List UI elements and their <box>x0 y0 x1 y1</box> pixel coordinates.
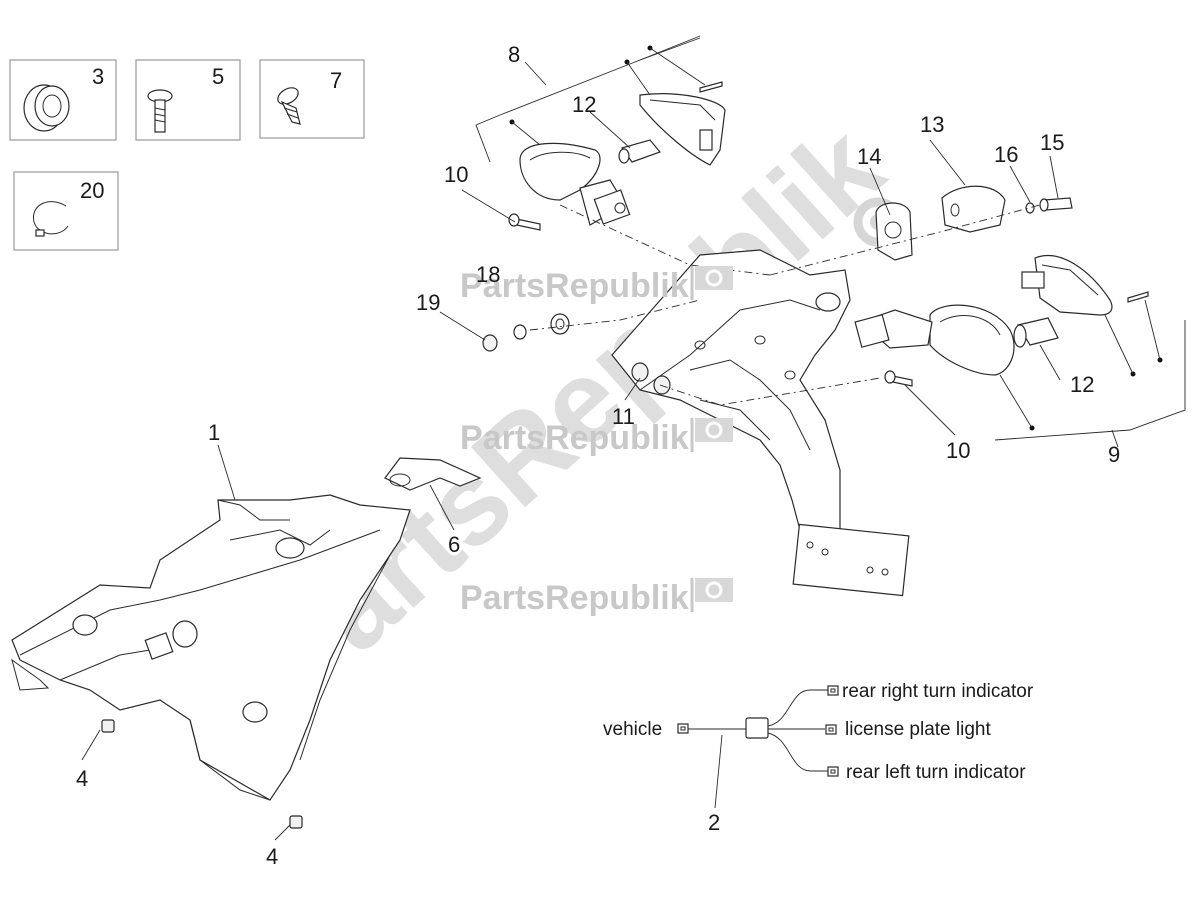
box-part-5 <box>135 59 241 141</box>
nut-part-4-right <box>289 815 303 829</box>
part-number-13: 13 <box>920 112 944 137</box>
bracket-part-6 <box>384 457 482 491</box>
wiring-harness-diagram <box>677 685 839 777</box>
nuts-part-11 <box>631 362 671 395</box>
part-number-20: 20 <box>80 178 104 203</box>
label-license-plate-light: license plate light <box>845 719 991 740</box>
alignment-line-2 <box>769 204 1041 276</box>
license-light-assembly <box>875 185 1073 261</box>
watermark-flag-icon-2 <box>690 418 733 452</box>
indicator-left-assembly <box>508 81 726 231</box>
grommet-part-3 <box>23 84 70 132</box>
part-number-18: 18 <box>476 262 500 287</box>
part-number-10-upper: 10 <box>444 162 468 187</box>
part-number-7: 7 <box>330 68 342 93</box>
indicator-right-assembly <box>854 254 1149 387</box>
leader-part-8 <box>475 37 701 126</box>
tail-fairing-part-1 <box>11 494 411 801</box>
watermark-row-3: PartsRepublik <box>460 578 733 617</box>
alignment-line-4 <box>659 377 881 406</box>
part-number-2: 2 <box>708 810 720 835</box>
part-number-19: 19 <box>416 290 440 315</box>
bracket-8-right <box>639 35 701 61</box>
part-number-10-lower: 10 <box>946 438 970 463</box>
label-rear-right-turn-indicator: rear right turn indicator <box>842 681 1034 702</box>
part-number-9: 9 <box>1108 442 1120 467</box>
part-number-12-lower: 12 <box>1070 372 1094 397</box>
part-number-5: 5 <box>212 64 224 89</box>
bracket-9 <box>994 320 1186 441</box>
watermark-flag-icon-1 <box>690 266 733 300</box>
watermark-text-1: PartsRepublik <box>460 267 689 305</box>
part-number-8: 8 <box>508 42 520 67</box>
leader-lines <box>81 111 1061 841</box>
part-number-12-upper: 12 <box>572 92 596 117</box>
watermark-row-2: PartsRepublik <box>460 418 733 457</box>
watermark-text-2: PartsRepublik <box>460 419 689 457</box>
part-number-16: 16 <box>994 142 1018 167</box>
clip-part-20 <box>33 201 69 237</box>
watermark-flag-icon-3 <box>690 578 733 612</box>
part-number-1: 1 <box>208 420 220 445</box>
part-number-4-right: 4 <box>266 844 278 869</box>
screw-part-5 <box>147 89 173 133</box>
screw-part-7 <box>277 87 301 125</box>
part-number-3: 3 <box>92 64 104 89</box>
watermark-row-1: PartsRepublik <box>460 266 733 305</box>
part-number-11: 11 <box>612 404 635 429</box>
fasteners-part-19-18 <box>482 313 570 352</box>
label-rear-left-turn-indicator: rear left turn indicator <box>846 762 1026 783</box>
part-number-14: 14 <box>857 144 881 169</box>
watermark-text-3: PartsRepublik <box>460 579 689 617</box>
box-part-7 <box>259 59 365 139</box>
label-vehicle: vehicle <box>603 719 662 740</box>
leader-num-8 <box>524 61 547 86</box>
part-number-15: 15 <box>1040 130 1064 155</box>
alignment-line-3 <box>529 299 701 331</box>
part-number-4-left: 4 <box>76 766 88 791</box>
license-plate-holder <box>611 249 910 597</box>
nut-part-4-left <box>101 719 115 733</box>
bracket-8-left-tick <box>475 124 491 163</box>
part-number-6: 6 <box>448 532 460 557</box>
box-part-20 <box>13 171 119 251</box>
